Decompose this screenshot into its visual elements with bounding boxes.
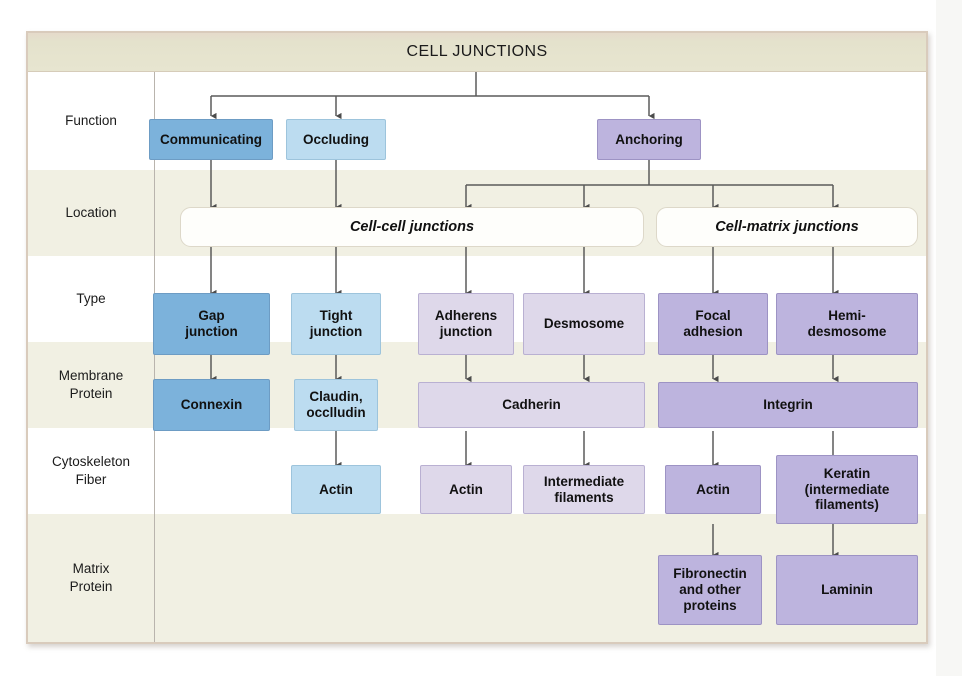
node-keratin[interactable]: Keratin (intermediate filaments) xyxy=(776,455,918,524)
row-label-location: Location xyxy=(65,205,117,221)
node-cell-matrix-junctions[interactable]: Cell-matrix junctions xyxy=(656,207,918,247)
node-actin-tight[interactable]: Actin xyxy=(291,465,381,514)
row-label-function: Function xyxy=(65,113,117,129)
node-fibronectin[interactable]: Fibronectin and other proteins xyxy=(658,555,762,625)
node-anchoring[interactable]: Anchoring xyxy=(597,119,701,160)
node-cadherin[interactable]: Cadherin xyxy=(418,382,645,428)
row-label-membrane-protein: Membrane Protein xyxy=(58,368,124,401)
node-actin-focal[interactable]: Actin xyxy=(665,465,761,514)
row-label-type: Type xyxy=(76,291,106,307)
label-column-divider xyxy=(154,72,155,642)
node-communicating[interactable]: Communicating xyxy=(149,119,273,160)
node-hemidesmosome[interactable]: Hemi- desmosome xyxy=(776,293,918,355)
cell-junctions-chart: CELL JUNCTIONS Function Location Type Me… xyxy=(26,31,928,644)
node-focal-adhesion[interactable]: Focal adhesion xyxy=(658,293,768,355)
page-title: CELL JUNCTIONS xyxy=(406,43,548,60)
node-cell-cell-junctions[interactable]: Cell-cell junctions xyxy=(180,207,644,247)
node-laminin[interactable]: Laminin xyxy=(776,555,918,625)
node-connexin[interactable]: Connexin xyxy=(153,379,270,431)
node-actin-adherens[interactable]: Actin xyxy=(420,465,512,514)
node-claudin-occludin[interactable]: Claudin, occlludin xyxy=(294,379,378,431)
node-integrin[interactable]: Integrin xyxy=(658,382,918,428)
node-intermediate-filaments[interactable]: Intermediate filaments xyxy=(523,465,645,514)
row-label-matrix-protein: Matrix Protein xyxy=(69,561,113,594)
node-adherens-junction[interactable]: Adherens junction xyxy=(418,293,514,355)
row-label-cytoskeleton-fiber: Cytoskeleton Fiber xyxy=(51,454,131,487)
node-occluding[interactable]: Occluding xyxy=(286,119,386,160)
chart-title-band: CELL JUNCTIONS xyxy=(28,33,926,72)
node-tight-junction[interactable]: Tight junction xyxy=(291,293,381,355)
node-desmosome[interactable]: Desmosome xyxy=(523,293,645,355)
right-margin-band xyxy=(936,0,962,676)
node-gap-junction[interactable]: Gap junction xyxy=(153,293,270,355)
